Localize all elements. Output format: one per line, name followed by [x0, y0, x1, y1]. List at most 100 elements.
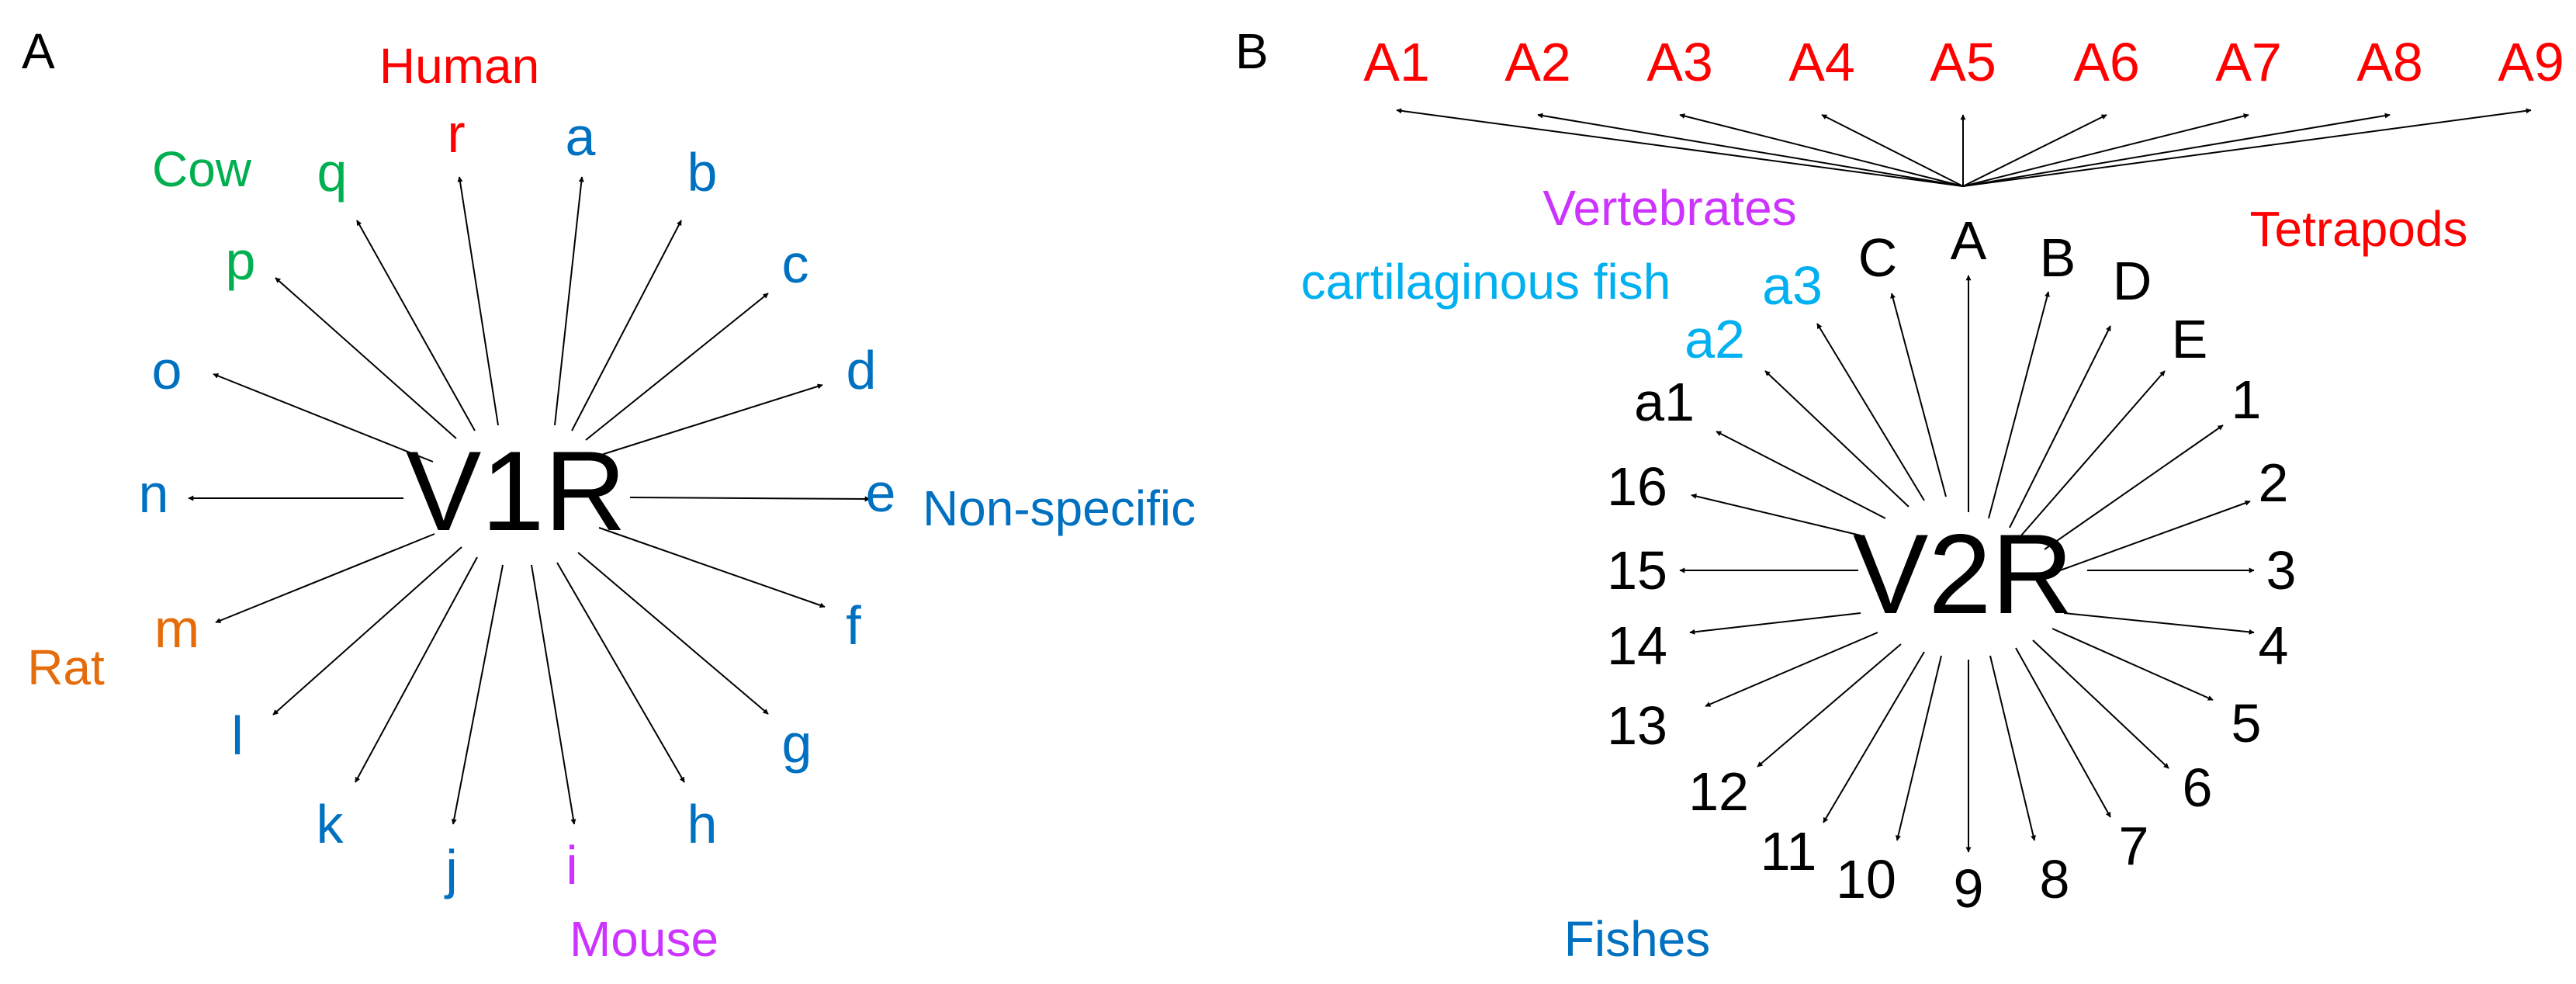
v2r-branch-B: B [2040, 227, 2076, 288]
v1r-arrow-h [556, 562, 685, 783]
v1r-branch-j: j [444, 839, 458, 899]
v2r-top-branch-A2: A2 [1504, 32, 1571, 92]
v1r-branch-e: e [866, 463, 896, 523]
v1r-branch-r: r [447, 103, 465, 164]
v2r-branch-13: 13 [1607, 695, 1667, 756]
v2r-top-branch-A6: A6 [2073, 32, 2140, 92]
v2r-branch-D: D [2113, 251, 2152, 311]
v2r-branch-12: 12 [1688, 761, 1749, 822]
v2r-arrow-a2 [1764, 370, 1909, 508]
v1r-arrow-r [457, 176, 499, 426]
v1r-branch-a: a [566, 106, 596, 167]
v2r-top-arrow-A4 [1821, 114, 1964, 187]
group-label-tetrapods: Tetrapods [2249, 201, 2467, 257]
v1r-center-label: V1R [406, 428, 626, 554]
v2r-branch-9: 9 [1954, 858, 1984, 919]
v1r-arrow-b [571, 220, 682, 431]
v2r-branch-2: 2 [2259, 452, 2289, 513]
v1r-branch-b: b [687, 142, 718, 203]
group-label-human: Human [379, 38, 539, 94]
v2r-branch-5: 5 [2231, 693, 2262, 754]
v2r-branch-6: 6 [2183, 757, 2213, 818]
v2r-branch-4: 4 [2259, 615, 2289, 676]
v2r-top-arrow-A8 [1962, 113, 2391, 187]
v1r-arrow-j [451, 564, 504, 825]
v1r-arrow-p [275, 277, 457, 439]
v2r-arrow-13 [1705, 632, 1878, 707]
v2r-arrow-8 [1989, 655, 2036, 841]
v2r-top-arrow-A6 [1962, 114, 2107, 187]
v2r-branch-a3: a3 [1762, 255, 1823, 316]
v1r-branch-d: d [847, 340, 877, 400]
v1r-branch-o: o [152, 340, 182, 400]
v2r-arrow-a3 [1816, 323, 1925, 501]
v2r-arrow-a1 [1716, 431, 1886, 519]
v2r-arrow-10 [1896, 655, 1942, 841]
v2r-branch-15: 15 [1607, 540, 1667, 601]
v2r-top-branch-A5: A5 [1930, 32, 1996, 92]
v2r-branch-3: 3 [2266, 540, 2297, 601]
v2r-arrow-2 [2059, 500, 2251, 571]
v2r-arrow-16 [1691, 494, 1861, 536]
v2r-branch-A: A [1951, 210, 1987, 271]
v2r-branch-E: E [2172, 309, 2208, 369]
v2r-branch-a2: a2 [1684, 309, 1745, 369]
v1r-arrow-o [213, 373, 434, 463]
v2r-arrow-5 [2051, 628, 2214, 701]
v1r-branch-f: f [846, 595, 861, 656]
v1r-branch-h: h [687, 794, 718, 854]
v2r-branch-11: 11 [1761, 821, 1817, 882]
v2r-center-label: V2R [1853, 511, 2073, 637]
panel-a-label: A [22, 23, 55, 79]
group-label-vertebrates: Vertebrates [1542, 180, 1796, 236]
v2r-branch-8: 8 [2040, 849, 2070, 910]
v2r-branch-16: 16 [1607, 456, 1667, 517]
v2r-top-arrow-A3 [1679, 113, 1964, 187]
v1r-branch-g: g [782, 713, 812, 774]
v1r-branch-p: p [226, 230, 256, 291]
v2r-arrow-D [2009, 325, 2111, 528]
v2r-top-branch-A8: A8 [2356, 32, 2423, 92]
v1r-branch-l: l [231, 705, 244, 766]
v1r-arrow-a [554, 176, 584, 426]
panel-b-label: B [1235, 23, 1269, 79]
v1r-arrow-i [531, 564, 576, 825]
v1r-branch-q: q [317, 142, 348, 203]
v1r-arrow-k [355, 556, 478, 783]
v2r-branch-a1: a1 [1634, 372, 1695, 432]
v2r-top-branch-A7: A7 [2215, 32, 2282, 92]
v1r-arrow-g [577, 552, 769, 715]
v1r-arrow-q [356, 220, 476, 431]
v1r-arrow-d [598, 383, 823, 456]
v2r-top-branch-A1: A1 [1363, 32, 1430, 92]
v2r-arrow-1 [2044, 424, 2224, 550]
v1r-arrow-m [215, 533, 435, 623]
v2r-arrow-14 [1689, 612, 1861, 635]
v2r-top-arrow-A9 [1962, 108, 2532, 187]
v2r-branch-14: 14 [1607, 615, 1667, 676]
group-label-cartilaginous-fish: cartilaginous fish [1301, 254, 1671, 310]
v1r-branch-c: c [782, 234, 809, 294]
v2r-branch-7: 7 [2119, 816, 2149, 876]
group-label-non-specific: Non-specific [923, 480, 1196, 536]
v2r-arrow-11 [1823, 651, 1925, 823]
v2r-arrow-6 [2032, 639, 2169, 769]
v2r-arrow-C [1890, 293, 1947, 497]
v1r-arrow-f [598, 527, 826, 608]
v1r-arrow-e [629, 496, 871, 502]
group-label-rat: Rat [27, 639, 105, 695]
v2r-branch-1: 1 [2231, 369, 2262, 430]
panel-a-arrows [188, 176, 871, 825]
v2r-arrow-4 [2063, 612, 2255, 635]
v2r-top-arrow-A2 [1537, 113, 1964, 187]
v2r-top-branch-A9: A9 [2498, 32, 2564, 92]
panel-b-arrows [1679, 275, 2255, 853]
v2r-branch-C: C [1858, 227, 1898, 288]
v2r-arrow-B [1988, 291, 2050, 519]
v2r-top-branch-A3: A3 [1646, 32, 1713, 92]
